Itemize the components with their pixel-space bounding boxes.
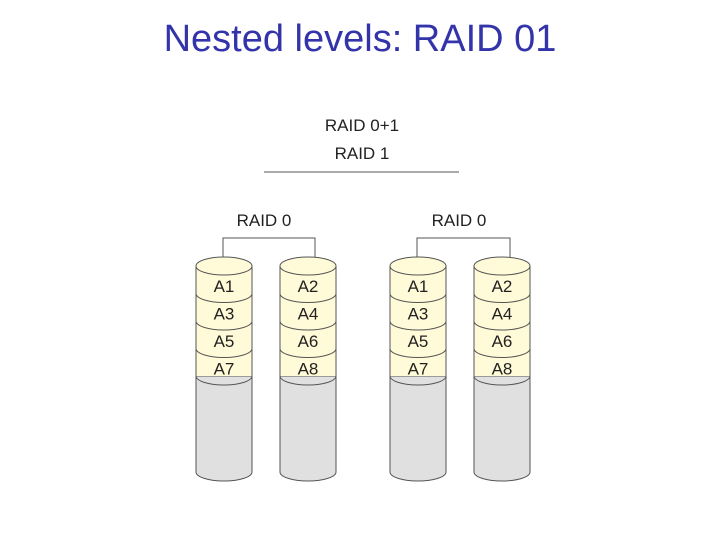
disk-block-label: A8	[492, 359, 513, 378]
disk-block-divider	[389, 293, 447, 303]
raid-0-connector	[416, 237, 511, 257]
disk-block-label: A5	[408, 332, 429, 351]
disk-block-divider	[279, 320, 337, 331]
disk-block-label: A4	[298, 304, 319, 323]
disk-block-divider	[195, 320, 253, 331]
disk-block-divider	[473, 293, 531, 303]
raid-0-label: RAID 0	[432, 211, 487, 230]
page-title: Nested levels: RAID 01	[163, 18, 557, 60]
disk-block-divider	[195, 293, 253, 303]
disk-block-divider	[195, 375, 253, 386]
disk-block-divider	[473, 320, 531, 331]
disk-top	[279, 256, 337, 276]
disk-empty-space	[389, 375, 447, 482]
disk-block-label: A6	[298, 332, 319, 351]
disk-block-label: A2	[298, 277, 319, 296]
disk-block-label: A8	[298, 359, 319, 378]
disk-block-divider	[279, 293, 337, 303]
disk-block-label: A1	[408, 277, 429, 296]
disk-top	[389, 256, 447, 276]
disk-block-label: A2	[492, 277, 513, 296]
disk-block-label: A3	[408, 304, 429, 323]
disk-block-label: A6	[492, 332, 513, 351]
disk-block-label: A1	[214, 277, 235, 296]
disk-empty-space	[473, 375, 531, 482]
disk-block-label: A7	[214, 359, 235, 378]
disk-block-label: A4	[492, 304, 513, 323]
disk-block-divider	[473, 375, 531, 386]
disk-block-divider	[389, 348, 447, 358]
disk-block-divider	[279, 348, 337, 358]
raid-1-label: RAID 1	[335, 144, 390, 163]
disk-top	[195, 256, 253, 276]
disk-block-divider	[473, 348, 531, 358]
disk-block-divider	[195, 348, 253, 358]
disk-empty-space	[195, 375, 253, 482]
raid-0-connector	[222, 237, 316, 257]
disk-block-label: A7	[408, 359, 429, 378]
disk-block-label: A3	[214, 304, 235, 323]
disk-block-divider	[389, 375, 447, 386]
disk-block-divider	[279, 375, 337, 386]
disk-top	[473, 256, 531, 276]
raid-0plus1-label: RAID 0+1	[325, 116, 399, 135]
disk-empty-space	[279, 375, 337, 482]
disk-block-label: A5	[214, 332, 235, 351]
raid-0-label: RAID 0	[237, 211, 292, 230]
disk-block-divider	[389, 320, 447, 331]
